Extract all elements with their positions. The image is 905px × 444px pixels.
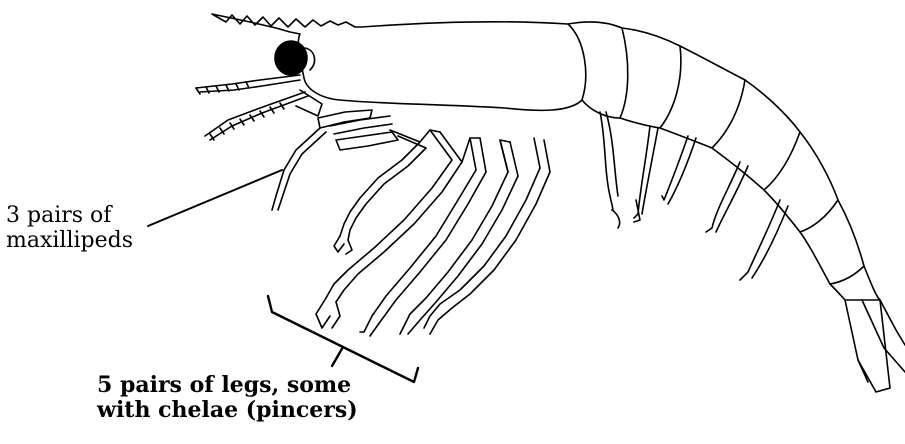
legs-label: 5 pairs of legs, some with chelae (pince… — [97, 373, 358, 422]
maxillipeds — [272, 110, 398, 210]
legs-bracket — [268, 296, 418, 382]
walking-legs — [316, 130, 550, 336]
antennae — [196, 75, 322, 140]
eye — [275, 41, 307, 75]
maxillipeds-label: 3 pairs of maxillipeds — [6, 204, 133, 253]
maxillipeds-label-line1: 3 pairs of — [6, 204, 133, 229]
pleopods — [600, 112, 788, 280]
carapace — [212, 14, 586, 110]
maxillipeds-pointer-line — [148, 170, 282, 226]
maxillipeds-label-line2: maxillipeds — [6, 229, 133, 254]
legs-bracket-stem — [332, 347, 343, 366]
abdomen — [568, 22, 905, 392]
legs-label-line1: 5 pairs of legs, some — [97, 373, 358, 398]
legs-label-line2: with chelae (pincers) — [97, 398, 358, 423]
